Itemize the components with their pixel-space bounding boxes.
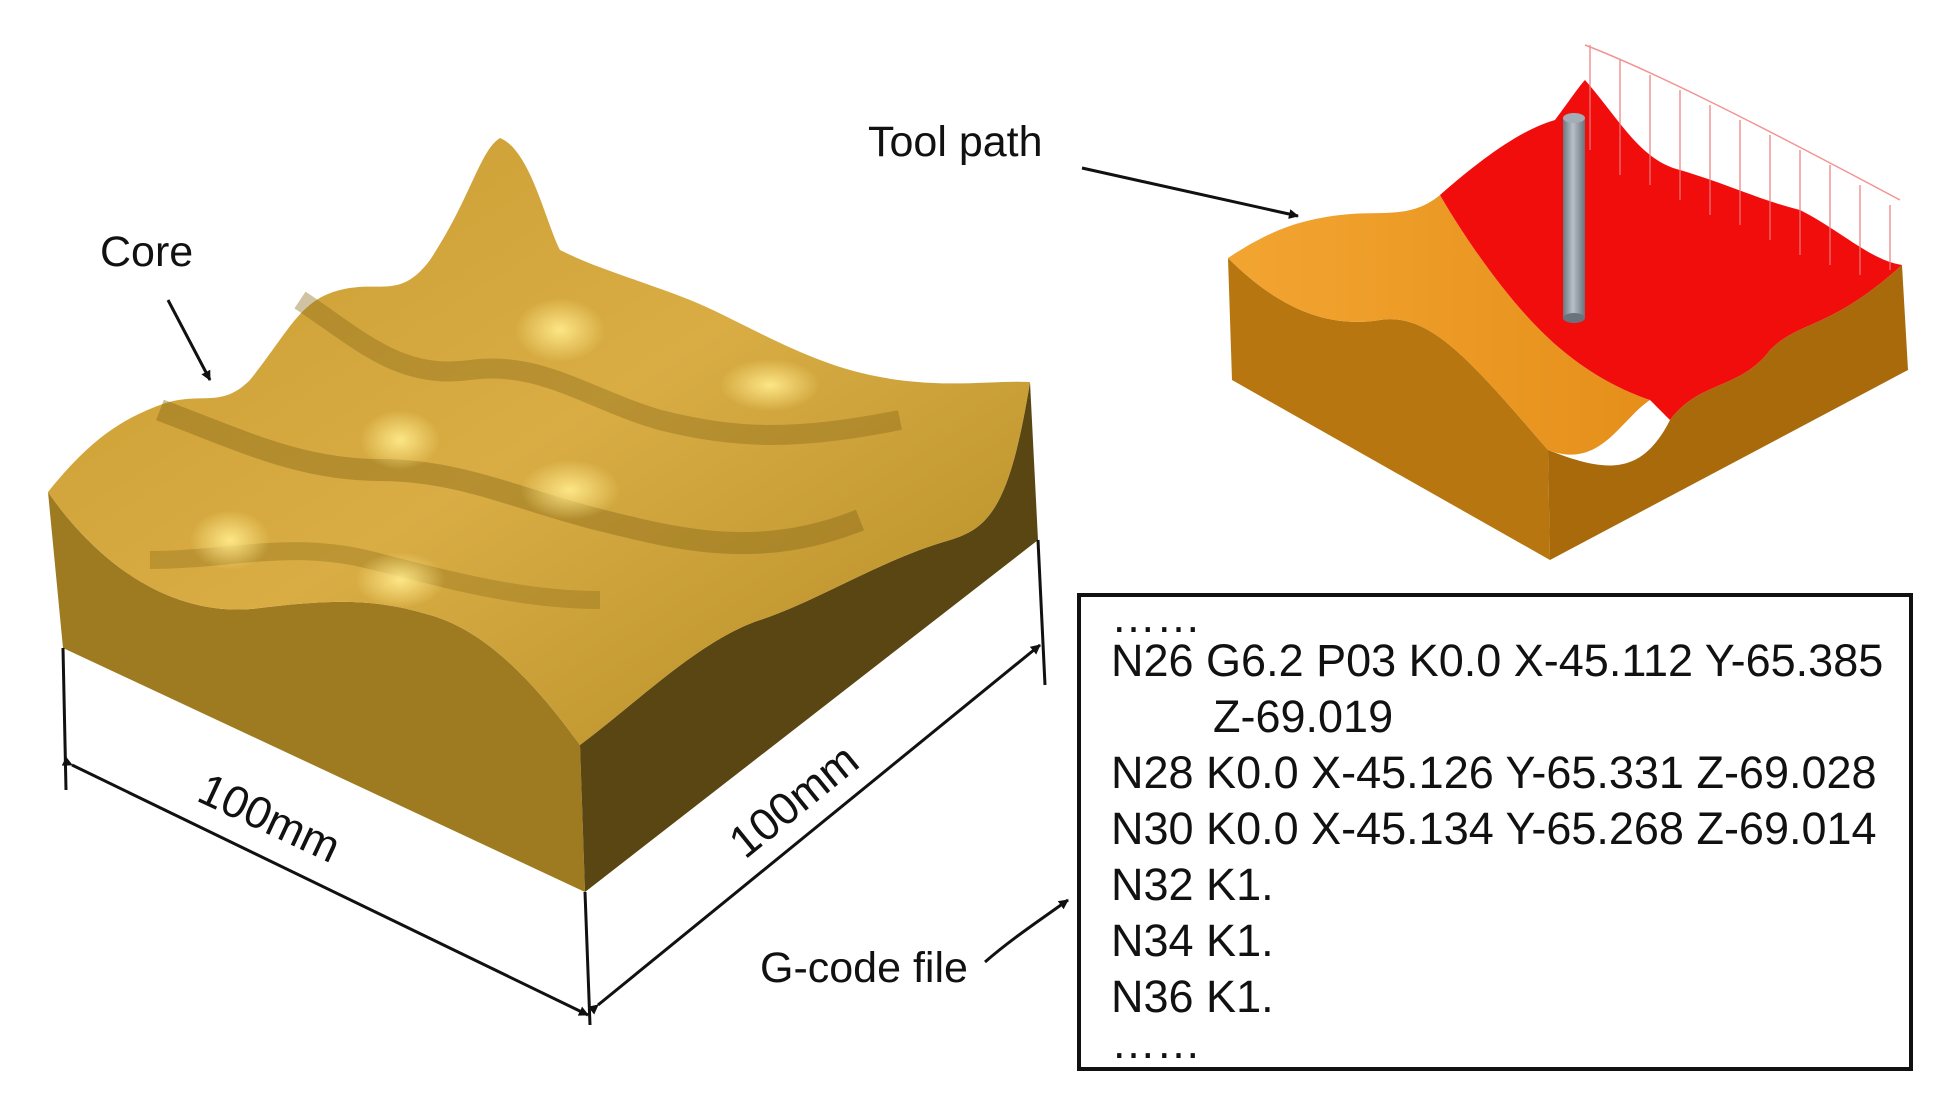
gcode-line: …… (1111, 591, 1201, 642)
core-highlight (720, 359, 820, 411)
toolpath-pointer-arrow (1081, 166, 1299, 219)
block-left-face (1228, 258, 1550, 560)
core-highlight (515, 298, 605, 362)
gcode-line: Z-69.019 (1213, 691, 1394, 742)
gcode-file-box: …… N26 G6.2 P03 K0.0 X-45.112 Y-65.385 Z… (1077, 591, 1913, 1071)
core-highlight (190, 510, 270, 570)
dimension-line-front (61, 756, 589, 1017)
gcode-file-label: G-code file (760, 944, 968, 992)
core-ridge-shadow (156, 399, 865, 555)
extension-line (61, 647, 68, 791)
core-top-surface (48, 138, 1030, 745)
toolpath-lines (1584, 44, 1901, 275)
cutting-tool-top (1563, 113, 1585, 123)
dimension-front-label: 100mm (191, 763, 349, 873)
toolpath-model (1228, 44, 1908, 560)
block-right-face (1548, 265, 1908, 560)
gcode-pointer-arrow (984, 898, 1069, 964)
tool-path-label: Tool path (868, 118, 1043, 166)
core-highlight (520, 460, 620, 520)
gcode-line: N26 G6.2 P03 K0.0 X-45.112 Y-65.385 (1111, 635, 1884, 686)
core-model (48, 138, 1038, 892)
extension-line (1036, 539, 1047, 686)
gcode-line: N34 K1. (1111, 915, 1274, 966)
machined-surface (1228, 195, 1650, 455)
gcode-line: N32 K1. (1111, 859, 1274, 910)
toolpath-surface (1440, 80, 1902, 420)
dimension-line-side (587, 643, 1041, 1015)
cutting-tool-tip (1563, 313, 1585, 323)
core-label: Core (100, 228, 194, 276)
cutting-tool (1563, 118, 1585, 318)
gcode-line: N28 K0.0 X-45.126 Y-65.331 Z-69.028 (1111, 747, 1877, 798)
extension-line (583, 891, 592, 1026)
core-pointer-arrow (166, 299, 212, 381)
core-ridge-shadow (294, 291, 902, 445)
core-highlight (355, 552, 445, 608)
gcode-line: …… (1111, 1017, 1201, 1068)
gcode-line: N36 K1. (1111, 971, 1274, 1022)
core-highlight (360, 410, 440, 470)
gcode-line: N30 K0.0 X-45.134 Y-65.268 Z-69.014 (1111, 803, 1877, 854)
